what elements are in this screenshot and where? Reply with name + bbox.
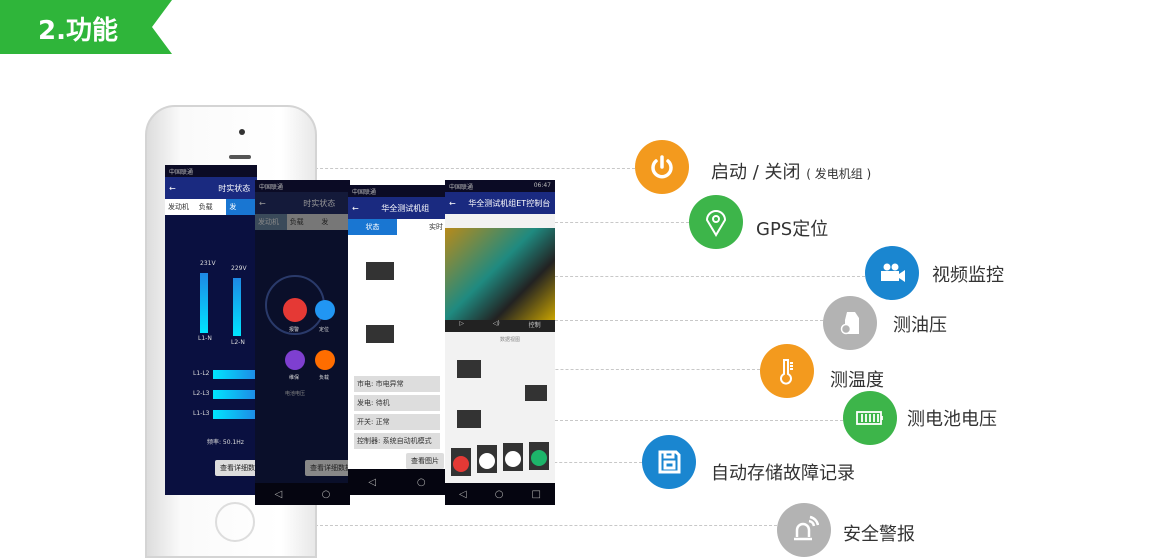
play-icon[interactable]: ▷ [459, 320, 465, 327]
status-row: 开关: 正常 [354, 414, 440, 430]
tab-engine[interactable]: 发动机 [165, 199, 196, 215]
connector-line [310, 525, 777, 526]
carrier-label: 中国联通 [255, 180, 350, 192]
tab-generator[interactable]: 发 [226, 199, 257, 215]
generator-icon [457, 410, 481, 428]
thermometer-icon [760, 344, 814, 398]
back-arrow-icon[interactable]: ← [352, 204, 359, 213]
bar-label: L1-N [198, 335, 212, 342]
connector-line [500, 369, 760, 370]
alarm-siren-icon [777, 503, 831, 557]
status-row: 市电: 市电异常 [354, 376, 440, 392]
screen-title: 时实状态 [218, 184, 251, 193]
volume-icon[interactable]: ◁) [492, 320, 500, 327]
back-arrow-icon[interactable]: ← [169, 184, 176, 193]
bar-label: L1-L2 [193, 370, 210, 377]
feature-oil-pressure: 测油压 [893, 315, 947, 336]
connector-line [430, 420, 843, 421]
feature-safety-alarm: 安全警报 [843, 524, 915, 545]
tab-generator[interactable]: 发 [318, 214, 350, 230]
video-feed [445, 228, 555, 320]
alarm-icon[interactable] [283, 298, 307, 322]
section-title: 2.功能 [38, 16, 118, 46]
tab-engine[interactable]: 发动机 [255, 214, 287, 230]
bar-label: L2-L3 [193, 390, 210, 397]
voltage-bar [233, 278, 241, 336]
connector-line [555, 222, 689, 223]
icon-label: 报警 [289, 327, 300, 333]
voltage-value: 231V [200, 260, 216, 267]
feature-battery-voltage: 测电池电压 [907, 409, 997, 430]
stop-button[interactable] [451, 448, 471, 476]
app-screen-status: 中国联通 ← 华全测试机组 状态实时 市电: 市电异常 发电: 待机 开关: 正… [348, 185, 446, 495]
data-view-link[interactable]: 数据视图 [500, 337, 521, 343]
status-row: 控制器: 系统自动机模式 [354, 433, 440, 449]
view-details-button[interactable]: 查看详细数据 [305, 460, 350, 476]
mains-icon [366, 262, 394, 280]
connector-line [555, 276, 865, 277]
bar-label: L2-N [231, 339, 245, 346]
icon-label: 定位 [319, 327, 330, 333]
battery-voltage-label: 电池电压 [285, 391, 306, 397]
home-button[interactable] [215, 502, 255, 542]
back-arrow-icon[interactable]: ← [259, 199, 266, 208]
feature-start-stop: 启动 / 关闭 ( 发电机组 ) [711, 162, 872, 183]
power-icon [635, 140, 689, 194]
battery-icon [843, 391, 897, 445]
voltage-bar [200, 273, 208, 333]
tab-status[interactable]: 状态 [348, 219, 397, 235]
connector-line [310, 168, 635, 169]
connector-line [555, 320, 823, 321]
bar-label: L1-L3 [193, 410, 210, 417]
manual-button[interactable] [477, 445, 497, 473]
maintenance-icon[interactable] [285, 350, 305, 370]
carrier-label: 中国联通 [449, 184, 474, 191]
video-camera-icon [865, 246, 919, 300]
carrier-label: 中国联通 [348, 185, 446, 197]
section-banner: 2.功能 [0, 0, 172, 54]
oil-can-icon [823, 296, 877, 350]
mains-icon [457, 360, 481, 378]
feature-gps: GPS定位 [756, 219, 829, 240]
location-pin-icon [689, 195, 743, 249]
generator-icon [366, 325, 394, 343]
carrier-label: 中国联通 [165, 165, 257, 177]
icon-label: 维保 [289, 375, 300, 381]
load-icon[interactable] [315, 350, 335, 370]
screen-title: 时实状态 [303, 199, 336, 208]
app-screen-dashboard: 中国联通 ← 时实状态 发动机负载发 报警 定位 维保 负载 电池电压 查看详细… [255, 180, 350, 505]
view-images-button[interactable]: 查看图片 [406, 453, 444, 469]
screen-title: 华全测试机组ET控制台 [468, 199, 551, 208]
clock: 06:47 [533, 182, 551, 189]
floppy-disk-icon [642, 435, 696, 489]
feature-video: 视频监控 [932, 265, 1004, 286]
back-arrow-icon[interactable]: ← [449, 199, 456, 208]
control-button[interactable]: 控制 [528, 322, 541, 329]
location-icon[interactable] [315, 300, 335, 320]
voltage-value: 229V [231, 265, 247, 272]
status-row: 发电: 待机 [354, 395, 440, 411]
tab-load[interactable]: 负载 [195, 199, 227, 215]
frequency-readout: 频率: 50.1Hz [207, 439, 244, 446]
feature-temperature: 测温度 [830, 370, 884, 391]
load-icon [525, 385, 547, 401]
tab-load[interactable]: 负载 [286, 214, 319, 230]
start-button[interactable] [529, 442, 549, 470]
auto-button[interactable] [503, 443, 523, 471]
tab-realtime[interactable]: 实时 [397, 219, 446, 235]
feature-fault-log: 自动存储故障记录 [711, 463, 855, 484]
icon-label: 负载 [319, 375, 330, 381]
app-screen-realtime-status: 中国联通 ← 时实状态 发动机负载发 231V 229V L1-N L2-N L… [165, 165, 257, 495]
screen-title: 华全测试机组 [381, 204, 430, 213]
view-details-button[interactable]: 查看详细数据 [215, 460, 257, 476]
